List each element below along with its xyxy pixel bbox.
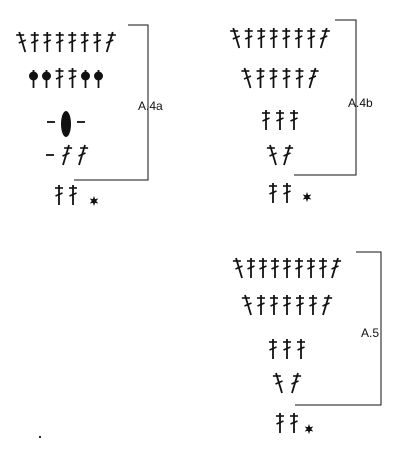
stitch-symbol bbox=[283, 258, 291, 278]
stitch-symbol bbox=[296, 295, 304, 315]
stitch-symbol bbox=[322, 294, 333, 316]
chart-a5-bracket bbox=[295, 251, 382, 406]
stitch-symbol bbox=[319, 27, 330, 49]
chart-a4b-label: A.4b bbox=[348, 96, 373, 110]
stitch-symbol bbox=[295, 68, 304, 88]
stitch-symbol bbox=[241, 294, 252, 316]
stitch-symbol bbox=[283, 339, 291, 359]
star-icon bbox=[89, 196, 99, 206]
chart-a4b-bracket bbox=[294, 19, 357, 176]
chart-a4a-symbols bbox=[16, 31, 116, 206]
stitch-symbol bbox=[55, 68, 64, 88]
stitch-symbol bbox=[269, 28, 278, 48]
chart-a5-symbols bbox=[232, 257, 342, 434]
stitch-symbol bbox=[68, 68, 77, 88]
stitch-symbol bbox=[68, 32, 77, 52]
stitch-symbol bbox=[247, 258, 255, 278]
stitch-symbol bbox=[43, 32, 52, 52]
stitch-symbol bbox=[55, 185, 63, 205]
star-icon bbox=[302, 192, 312, 202]
stitch-symbol bbox=[331, 257, 342, 279]
chart-a5-label: A.5 bbox=[361, 326, 379, 340]
stitch-symbol bbox=[294, 28, 303, 48]
bobble-symbol bbox=[29, 70, 38, 88]
stitch-symbol bbox=[244, 28, 253, 48]
stitch-symbol bbox=[62, 144, 73, 166]
stitch-symbol bbox=[230, 27, 241, 49]
stitch-symbol bbox=[232, 257, 243, 279]
chart-a4b: A.4b bbox=[230, 19, 373, 203]
stitch-symbol bbox=[78, 144, 89, 166]
stitch-symbol bbox=[309, 295, 317, 315]
stitch-symbol bbox=[283, 295, 291, 315]
stitch-symbol bbox=[266, 144, 277, 166]
stitch-symbol bbox=[259, 258, 267, 278]
bobble-symbol bbox=[94, 70, 103, 88]
stitch-symbol bbox=[283, 144, 294, 166]
star-icon bbox=[304, 424, 314, 434]
stitch-symbol bbox=[55, 32, 64, 52]
chart-a4b-symbols bbox=[230, 27, 330, 203]
stitch-symbol bbox=[295, 258, 303, 278]
stitch-symbol bbox=[257, 28, 266, 48]
stitch-symbol bbox=[69, 185, 77, 205]
chart-a4a-label: A.4a bbox=[138, 99, 163, 113]
bobble-symbol bbox=[81, 70, 90, 88]
stitch-symbol bbox=[269, 183, 277, 203]
stitch-symbol bbox=[297, 339, 305, 359]
stray-dot bbox=[38, 435, 42, 439]
stitch-symbol bbox=[257, 295, 265, 315]
stitch-symbol bbox=[276, 413, 284, 433]
chart-a4a: A.4a bbox=[16, 24, 163, 206]
stitch-symbol bbox=[307, 258, 315, 278]
stitch-symbol bbox=[282, 28, 291, 48]
stitch-symbol bbox=[256, 68, 265, 88]
stitch-symbol bbox=[270, 295, 278, 315]
stitch-symbol bbox=[290, 110, 298, 130]
stitch-symbol bbox=[80, 32, 89, 52]
stitch-symbol bbox=[319, 258, 327, 278]
stitch-symbol bbox=[283, 183, 291, 203]
stitch-symbol bbox=[269, 68, 278, 88]
stitch-symbol bbox=[262, 110, 270, 130]
stitch-symbol bbox=[269, 339, 277, 359]
stitch-symbol bbox=[16, 31, 27, 53]
stitch-symbol bbox=[271, 258, 279, 278]
stitch-symbol bbox=[291, 372, 302, 394]
stitch-symbol bbox=[272, 372, 283, 394]
chart-a5: A.5 bbox=[232, 251, 382, 434]
stitch-symbol bbox=[308, 67, 319, 89]
oval-puff-symbol bbox=[61, 111, 71, 137]
stitch-symbol bbox=[290, 413, 298, 433]
stitch-symbol bbox=[307, 28, 316, 48]
stitch-symbol bbox=[30, 32, 39, 52]
stitch-symbol bbox=[93, 32, 102, 52]
bobble-symbol bbox=[42, 70, 51, 88]
stitch-symbol bbox=[282, 68, 291, 88]
stitch-symbol bbox=[105, 31, 116, 53]
stitch-symbol bbox=[276, 110, 284, 130]
stitch-symbol bbox=[241, 67, 252, 89]
chart-a4a-bracket bbox=[74, 24, 149, 181]
